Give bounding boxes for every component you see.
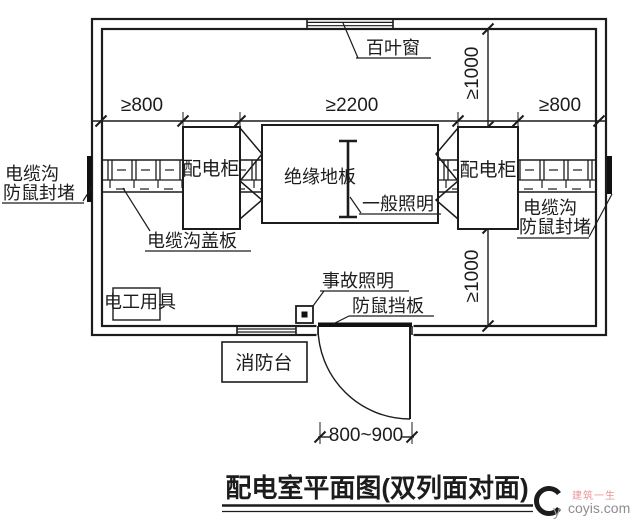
trench-cover-label: 电缆沟盖板 <box>147 231 237 251</box>
louver-callout <box>342 22 431 59</box>
cabinet-left-label: 配电柜 <box>182 158 239 180</box>
fire-station-label: 消防台 <box>235 352 292 374</box>
emergency-light-callout <box>312 290 409 307</box>
cable-trench-right <box>518 159 596 193</box>
watermark-logo-y: y <box>553 503 561 520</box>
door-opening <box>316 316 414 339</box>
dim-right-passage: ≥800 <box>539 95 581 116</box>
dim-left-passage: ≥800 <box>121 95 163 116</box>
left-seal-label-line1: 电缆沟 <box>5 164 59 184</box>
left-seal-callout <box>2 186 93 204</box>
right-seal-label-line2: 防鼠封堵 <box>519 217 591 237</box>
watermark-site: coyis.com <box>568 500 630 516</box>
right-seal-label-line1: 电缆沟 <box>523 198 577 218</box>
electrician-tools-table <box>112 287 161 321</box>
cabinet-right-door-swing <box>434 127 460 220</box>
rodent-seal-bar-left <box>87 156 92 202</box>
cable-trench-mid-left <box>240 159 262 193</box>
watermark-logo-c <box>534 486 561 516</box>
insulated-floor-area <box>261 124 439 224</box>
cable-trench-mid-right <box>438 159 458 193</box>
title-underline <box>222 504 533 513</box>
rat-guard-threshold <box>318 322 412 327</box>
rodent-seal-bar-right <box>607 156 612 194</box>
drawing-title: 配电室平面图(双列面对面) <box>225 473 528 503</box>
dim-center-aisle: ≥2200 <box>326 95 379 116</box>
cable-trench-left <box>103 159 183 193</box>
distribution-cabinet-right <box>457 126 519 230</box>
trench-cover-callout <box>122 187 251 252</box>
dim-top-end-passage: ≥1000 <box>462 47 483 100</box>
watermark: y 建筑一生 coyis.com <box>534 486 630 520</box>
dim-door-width: 800~900 <box>329 425 404 446</box>
door <box>317 326 411 420</box>
cabinet-right-label: 配电柜 <box>459 159 516 181</box>
distribution-cabinet-left <box>182 126 241 230</box>
top-louver <box>306 19 394 29</box>
bottom-louver <box>236 326 297 335</box>
general-lighting-callout <box>349 196 441 215</box>
fluorescent-lamp-symbol <box>339 139 357 219</box>
right-seal-callout <box>517 193 613 239</box>
emergency-light-symbol <box>295 305 314 324</box>
electrician-tools-label: 电工用具 <box>104 292 176 312</box>
emergency-lighting-label: 事故照明 <box>322 271 394 291</box>
general-lighting-label: 一般照明 <box>362 194 434 214</box>
rat-guard-label: 防鼠挡板 <box>352 296 424 316</box>
door-dimension <box>313 422 419 444</box>
rat-guard-callout <box>332 315 434 325</box>
dim-bottom-end-passage: ≥1000 <box>462 250 483 303</box>
watermark-brand: 建筑一生 <box>572 489 616 502</box>
insulated-floor-label: 绝缘地板 <box>284 167 356 187</box>
fire-station-box <box>221 341 308 383</box>
cabinet-left-door-swing <box>238 127 264 220</box>
left-seal-label-line2: 防鼠封堵 <box>3 183 75 203</box>
louver-label: 百叶窗 <box>366 38 420 58</box>
